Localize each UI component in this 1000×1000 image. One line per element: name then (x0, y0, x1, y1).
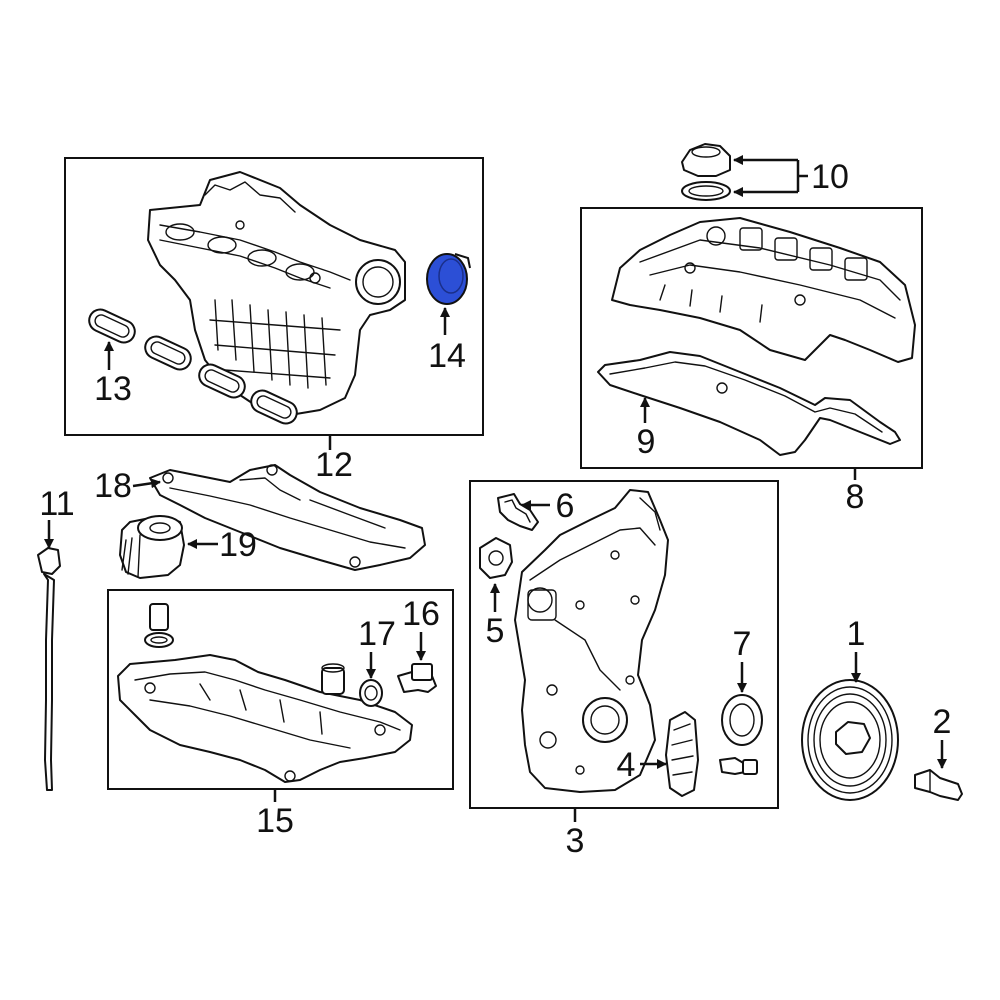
timing-cover-part (514, 489, 669, 793)
callout-10: 10 (811, 158, 849, 196)
callout-8: 8 (846, 478, 865, 516)
bolt-part (719, 757, 758, 775)
oil-pan-fittings-part (144, 603, 345, 695)
valve-cover-gasket-part (597, 351, 901, 456)
callout-18: 18 (94, 467, 132, 505)
drain-plug-part (397, 663, 437, 693)
oil-pan-part (117, 654, 413, 783)
callout-17: 17 (358, 615, 396, 653)
callout-7: 7 (733, 625, 752, 663)
intake-gaskets-part (88, 308, 298, 425)
crank-seal-part (721, 694, 763, 746)
valve-cover-group-box (580, 207, 923, 469)
leader-lines (44, 155, 947, 822)
timing-cover-group-box (469, 480, 779, 809)
callout-15: 15 (256, 802, 294, 840)
oil-pan-group-box (107, 589, 454, 790)
callout-1: 1 (847, 615, 866, 653)
oil-filter-part (119, 515, 185, 579)
part-4 (665, 711, 699, 797)
callout-16: 16 (402, 595, 440, 633)
callout-labels: 1 2 3 4 5 6 7 8 9 10 11 12 13 14 15 16 1… (39, 158, 951, 860)
oil-filler-cap-part (681, 143, 731, 201)
drain-washer-part (359, 679, 383, 707)
throttle-body-gasket-part (426, 253, 471, 305)
baffle-plate-part (149, 464, 426, 571)
callout-2: 2 (933, 703, 952, 741)
callout-13: 13 (94, 370, 132, 408)
callout-5: 5 (486, 612, 505, 650)
callout-19: 19 (219, 526, 257, 564)
dipstick-part (37, 547, 61, 791)
callout-14: 14 (428, 337, 466, 375)
crank-pulley-part (801, 679, 899, 801)
intake-manifold-part (147, 171, 406, 416)
gasket-5-part (479, 537, 513, 579)
intake-manifold-group-box (64, 157, 484, 436)
callout-9: 9 (637, 423, 656, 461)
callout-11: 11 (39, 485, 74, 523)
callout-4: 4 (617, 746, 636, 784)
pulley-bolt-part (914, 769, 963, 801)
gasket-6-part (497, 493, 539, 531)
valve-cover-part (611, 217, 916, 363)
callout-12: 12 (315, 446, 353, 484)
callout-6: 6 (556, 487, 575, 525)
callout-3: 3 (566, 822, 585, 860)
